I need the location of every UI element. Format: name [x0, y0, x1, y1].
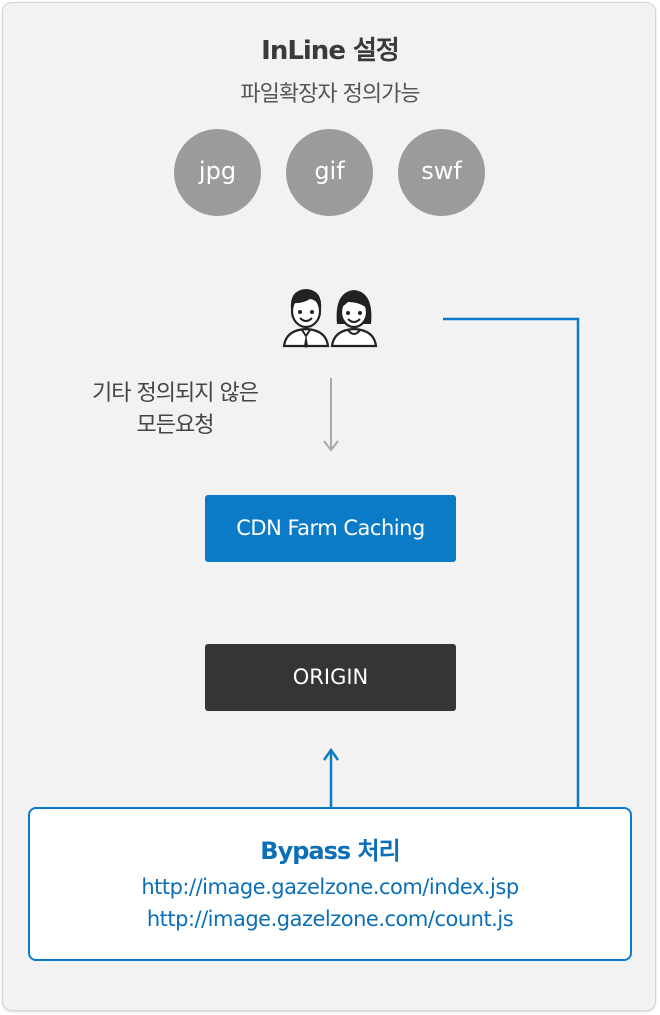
other-requests-label: 기타 정의되지 않은 모든요청 — [60, 378, 290, 442]
two-users-icon — [282, 289, 378, 348]
other-requests-line-1: 기타 정의되지 않은 — [92, 381, 259, 406]
diagram-subtitle: 파일확장자 정의가능 — [240, 82, 420, 107]
bypass-url: http://image.gazelzone.com/index.jsp — [141, 875, 519, 899]
bypass-title: Bypass 처리 — [260, 837, 400, 865]
woman-user-icon — [330, 290, 378, 348]
other-requests-line-2: 모든요청 — [136, 413, 215, 438]
diagram-title: InLine 설정 — [261, 36, 400, 66]
man-user-icon — [282, 289, 330, 348]
cdn-farm-caching-node: CDN Farm Caching — [205, 495, 456, 562]
extension-swf: swf — [398, 129, 485, 216]
origin-node: ORIGIN — [205, 644, 456, 711]
bypass-url: http://image.gazelzone.com/count.js — [146, 907, 514, 931]
extension-jpg: jpg — [174, 129, 261, 216]
bypass-box: Bypass 처리 http://image.gazelzone.com/ind… — [28, 807, 632, 961]
extension-gif: gif — [286, 129, 373, 216]
